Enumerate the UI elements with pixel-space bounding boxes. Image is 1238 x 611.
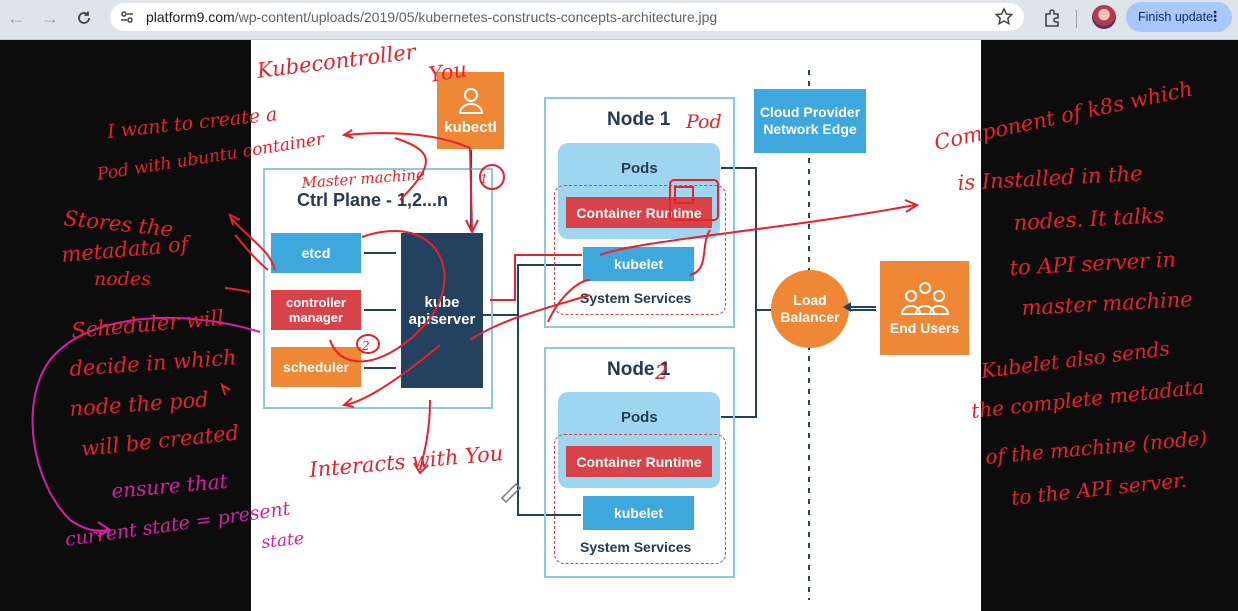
kubectl-label: kubectl bbox=[444, 119, 497, 136]
apiserver-box: kube apiserver bbox=[401, 233, 483, 388]
reload-icon[interactable] bbox=[72, 6, 96, 30]
node2-system-services: System Services bbox=[580, 539, 692, 555]
profile-avatar[interactable] bbox=[1092, 5, 1116, 29]
toolbar-divider bbox=[1076, 10, 1077, 28]
pen-cursor-icon bbox=[500, 482, 522, 504]
node2-kubelet: kubelet bbox=[583, 496, 694, 530]
node1-runtime-dashed bbox=[554, 185, 726, 315]
node2-box bbox=[544, 347, 735, 578]
node2-runtime-dashed bbox=[554, 434, 726, 564]
scheduler-box: scheduler bbox=[271, 347, 361, 387]
browser-toolbar: ← → platform9.com/wp-content/uploads/201… bbox=[0, 0, 1238, 40]
image-viewport: kubectl Ctrl Plane - 1,2...n etcd contro… bbox=[0, 39, 1238, 611]
load-balancer-circle: Load Balancer bbox=[771, 270, 849, 348]
forward-icon[interactable]: → bbox=[41, 7, 59, 28]
node2-title: Node 1 bbox=[607, 359, 671, 380]
more-menu-icon[interactable]: ⋮ bbox=[1208, 8, 1222, 24]
users-group-icon bbox=[900, 282, 949, 315]
architecture-image: kubectl Ctrl Plane - 1,2...n etcd contro… bbox=[251, 40, 981, 611]
url-path: /wp-content/uploads/2019/05/kubernetes-c… bbox=[234, 9, 718, 25]
node1-box bbox=[544, 97, 735, 328]
address-bar[interactable]: platform9.com/wp-content/uploads/2019/05… bbox=[110, 3, 1024, 31]
node2-container-runtime: Container Runtime bbox=[566, 446, 712, 477]
finish-update-label: Finish update bbox=[1138, 10, 1214, 24]
node1-title: Node 1 bbox=[607, 109, 671, 130]
ctrl-plane-title: Ctrl Plane - 1,2...n bbox=[297, 190, 449, 210]
kubectl-box: kubectl bbox=[437, 72, 504, 149]
back-icon[interactable]: ← bbox=[7, 7, 25, 28]
node2-pods-label: Pods bbox=[621, 409, 658, 426]
bookmark-star-icon[interactable] bbox=[994, 7, 1014, 27]
control-plane-box bbox=[263, 168, 493, 409]
handwritten-annotations: Kubecontroller You I want to create a Po… bbox=[31, 39, 1208, 553]
url-text: platform9.com/wp-content/uploads/2019/05… bbox=[146, 9, 717, 25]
url-host: platform9.com bbox=[146, 9, 235, 25]
node1-system-services: System Services bbox=[580, 290, 692, 306]
end-users-connector bbox=[843, 302, 876, 312]
extensions-icon[interactable] bbox=[1040, 6, 1064, 30]
node1-kubelet: kubelet bbox=[583, 247, 694, 281]
node1-pods-label: Pods bbox=[621, 160, 658, 177]
user-icon bbox=[458, 88, 483, 114]
note-you: You bbox=[427, 57, 469, 87]
controller-manager-box: controller manager bbox=[271, 290, 361, 330]
end-users-box: End Users bbox=[880, 261, 969, 355]
note-pod: Pod bbox=[685, 111, 722, 133]
note-number-2: 2 bbox=[361, 339, 370, 353]
note-node-number: 2 bbox=[654, 360, 668, 384]
finish-update-button[interactable]: Finish update ⋮ bbox=[1126, 2, 1232, 32]
etcd-box: etcd bbox=[271, 233, 361, 273]
note-ensure-3: state bbox=[260, 529, 304, 553]
cloud-provider-box: Cloud Provider Network Edge bbox=[754, 89, 866, 153]
end-users-label: End Users bbox=[889, 320, 960, 336]
site-info-icon[interactable] bbox=[116, 6, 138, 28]
note-stores-3: nodes bbox=[94, 268, 151, 290]
note-number-1: 1 bbox=[480, 172, 488, 186]
